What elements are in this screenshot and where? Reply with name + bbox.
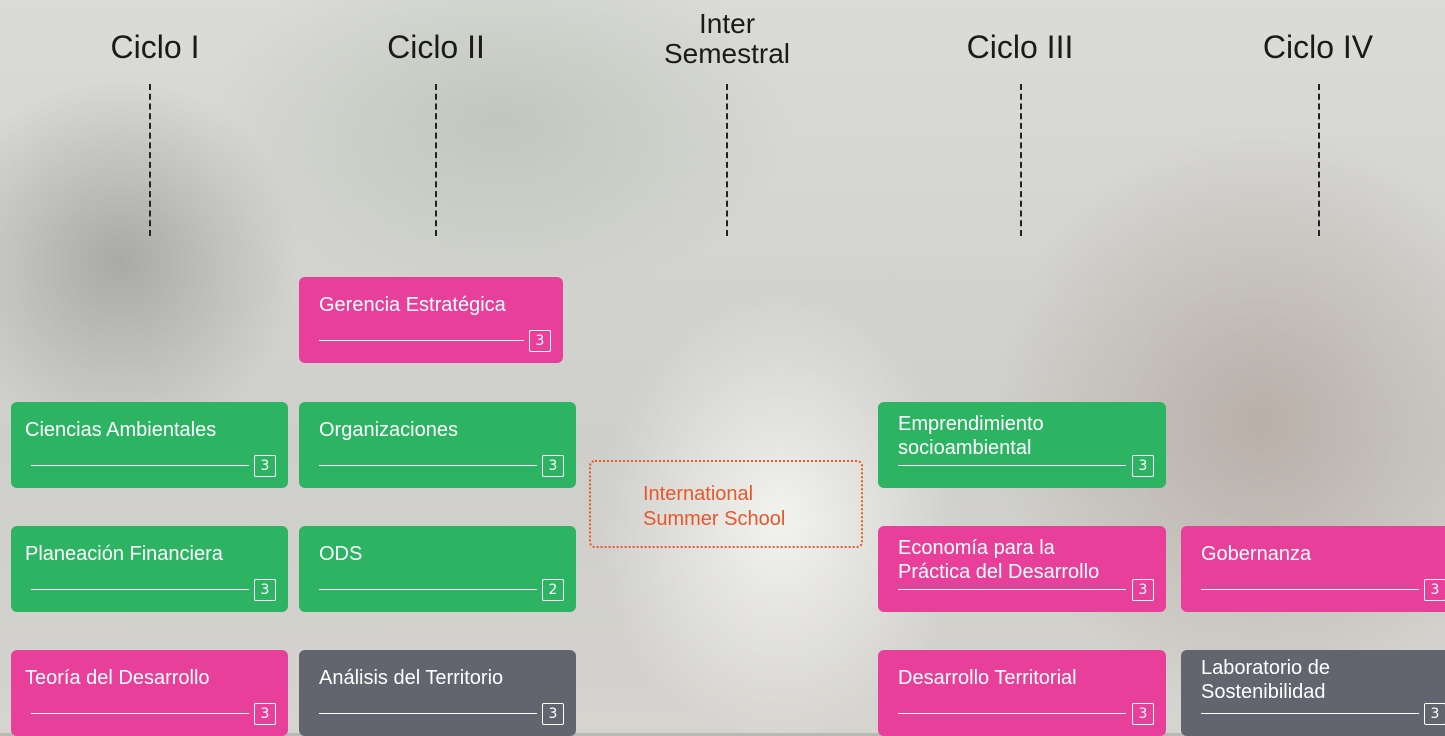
credit-badge: 3	[529, 330, 551, 352]
course-title: Gerencia Estratégica	[319, 294, 506, 316]
course-title-line2: Sostenibilidad	[1201, 681, 1326, 703]
header-inter-line2: Semestral	[663, 38, 791, 69]
course-card-planeacion-financiera[interactable]: Planeación Financiera 3	[11, 526, 288, 612]
course-divider	[31, 465, 249, 466]
course-card-gobernanza[interactable]: Gobernanza 3	[1181, 526, 1445, 612]
dashed-line-ciclo-1	[149, 84, 151, 236]
header-ciclo-3: Ciclo III	[966, 29, 1074, 65]
course-title: Análisis del Territorio	[319, 667, 504, 689]
credit-badge: 3	[254, 455, 276, 477]
credit-badge: 3	[1424, 703, 1445, 725]
credit-badge: 3	[542, 455, 564, 477]
credit-badge: 3	[1424, 579, 1445, 601]
course-card-analisis-del-territorio[interactable]: Análisis del Territorio 3	[299, 650, 576, 736]
international-summer-school-box[interactable]: International Summer School	[589, 460, 863, 548]
credit-badge: 3	[254, 703, 276, 725]
course-card-organizaciones[interactable]: Organizaciones 3	[299, 402, 576, 488]
header-ciclo-4: Ciclo IV	[1262, 29, 1374, 65]
course-divider	[319, 465, 537, 466]
course-title-line1: Laboratorio de	[1201, 657, 1330, 679]
header-inter-semestral: Inter Semestral	[617, 9, 837, 69]
course-title: Economía para la Práctica del Desarrollo	[898, 536, 1152, 584]
course-title: ODS	[319, 543, 363, 565]
course-card-teoria-del-desarrollo[interactable]: Teoría del Desarrollo 3	[11, 650, 288, 736]
credit-badge: 3	[542, 703, 564, 725]
course-card-gerencia-estrategica[interactable]: Gerencia Estratégica 3	[299, 277, 563, 363]
dashed-line-ciclo-3	[1020, 84, 1022, 236]
course-divider	[898, 589, 1126, 590]
credit-badge: 3	[1132, 703, 1154, 725]
course-card-ods[interactable]: ODS 2	[299, 526, 576, 612]
credit-badge: 2	[542, 579, 564, 601]
summer-school-line1: International	[643, 483, 754, 505]
summer-school-label: International Summer School	[643, 482, 785, 532]
course-title-line2: Práctica del Desarrollo	[898, 561, 1100, 583]
course-title: Planeación Financiera	[25, 543, 223, 565]
course-title: Laboratorio de Sostenibilidad	[1201, 656, 1431, 704]
header-ciclo-1: Ciclo I	[110, 29, 200, 65]
summer-school-line2: Summer School	[643, 508, 786, 530]
dashed-line-inter	[726, 84, 728, 236]
dashed-line-ciclo-4	[1318, 84, 1320, 236]
course-divider	[319, 340, 524, 341]
course-title: Gobernanza	[1201, 543, 1312, 565]
course-title-line1: Economía para la	[898, 537, 1055, 559]
course-card-laboratorio-de-sostenibilidad[interactable]: Laboratorio de Sostenibilidad 3	[1181, 650, 1445, 736]
course-title: Organizaciones	[319, 419, 458, 441]
course-divider	[1201, 589, 1419, 590]
course-divider	[31, 713, 249, 714]
course-card-emprendimiento-socioambiental[interactable]: Emprendimiento socioambiental 3	[878, 402, 1166, 488]
course-title: Teoría del Desarrollo	[25, 667, 210, 689]
header-inter-line1: Inter	[698, 8, 756, 39]
credit-badge: 3	[1132, 455, 1154, 477]
course-divider	[1201, 713, 1419, 714]
course-card-desarrollo-territorial[interactable]: Desarrollo Territorial 3	[878, 650, 1166, 736]
dashed-line-ciclo-2	[435, 84, 437, 236]
course-divider	[319, 589, 537, 590]
course-title: Emprendimiento socioambiental	[898, 412, 1152, 460]
course-title-line1: Emprendimiento	[898, 413, 1044, 435]
course-card-economia-practica-desarrollo[interactable]: Economía para la Práctica del Desarrollo…	[878, 526, 1166, 612]
credit-badge: 3	[1132, 579, 1154, 601]
header-ciclo-2: Ciclo II	[387, 29, 485, 65]
course-title: Desarrollo Territorial	[898, 667, 1077, 689]
course-divider	[898, 713, 1126, 714]
course-divider	[898, 465, 1126, 466]
course-divider	[31, 589, 249, 590]
course-title-line2: socioambiental	[898, 437, 1032, 459]
course-title: Ciencias Ambientales	[25, 419, 217, 441]
course-card-ciencias-ambientales[interactable]: Ciencias Ambientales 3	[11, 402, 288, 488]
credit-badge: 3	[254, 579, 276, 601]
course-divider	[319, 713, 537, 714]
